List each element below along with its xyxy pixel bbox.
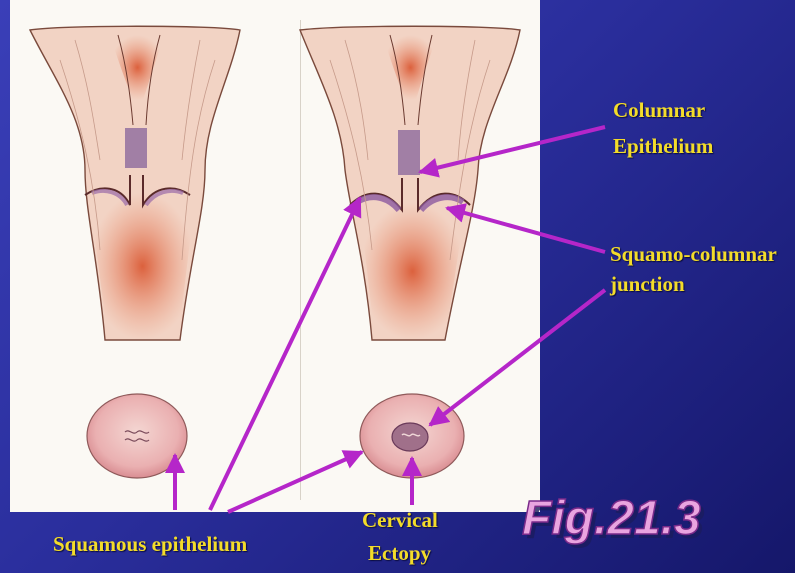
right-canal-columnar: [398, 130, 420, 175]
label-squamous: Squamous epithelium: [53, 532, 247, 557]
label-sqcj-line1: Squamo-columnar: [610, 242, 777, 267]
figure-number-logo: Fig.21.3 Fig.21.3: [522, 492, 705, 549]
label-cervical-line2: Ectopy: [368, 541, 431, 566]
label-columnar-line2: Epithelium: [613, 134, 713, 159]
left-os-disc: [87, 394, 187, 478]
label-sqcj-line2: junction: [610, 272, 685, 297]
fig-logo-text: Fig.21.3: [522, 492, 701, 545]
arrow-sqcj-to-ectopy: [430, 290, 605, 425]
label-columnar-line1: Columnar: [613, 98, 705, 123]
left-lower-red: [90, 193, 195, 341]
right-os-ectopy-ring: [392, 423, 428, 451]
normal-cervix: [30, 26, 240, 478]
left-canal-columnar: [125, 128, 147, 168]
arrow-sqcj-to-os-edge: [447, 208, 605, 252]
label-cervical-line1: Cervical: [362, 508, 438, 533]
arrow-squamous-to-right-disc: [228, 452, 362, 512]
